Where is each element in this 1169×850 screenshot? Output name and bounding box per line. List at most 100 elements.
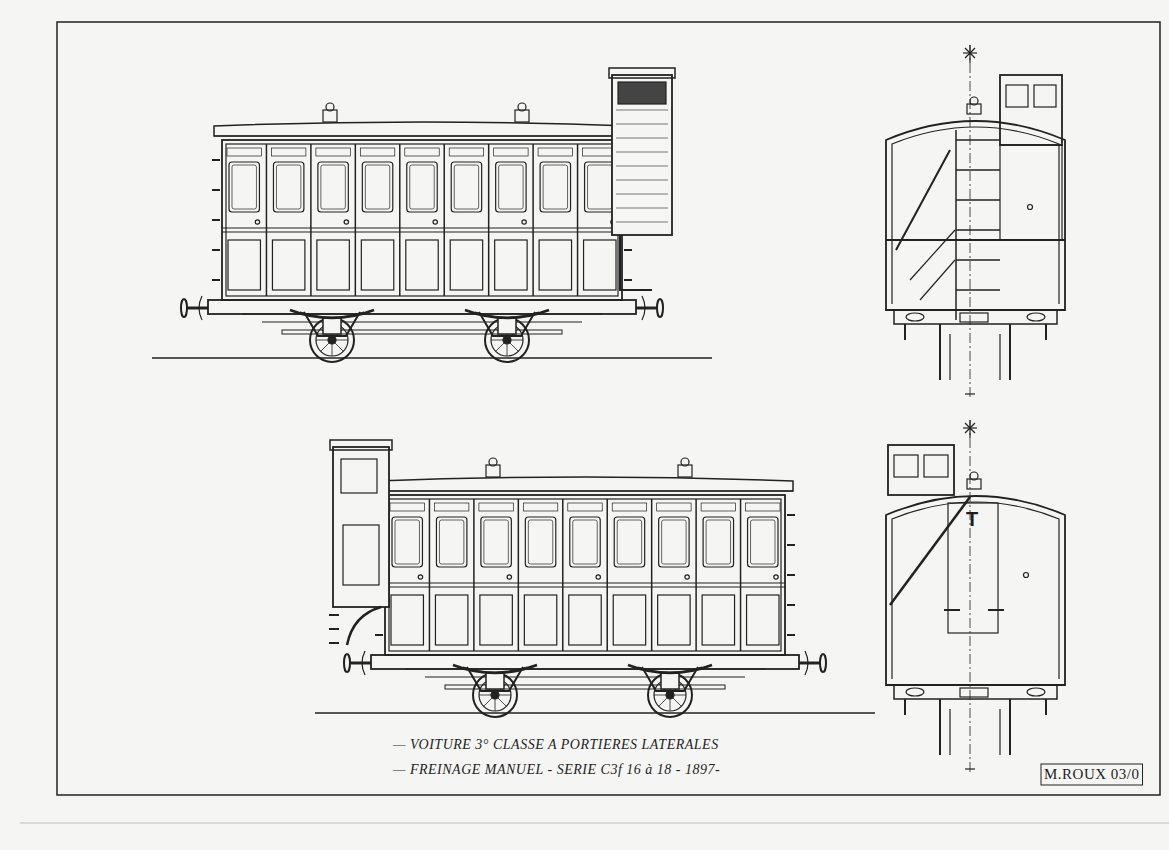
axle-guard	[904, 324, 906, 340]
roof-lamp	[678, 465, 692, 477]
cabin-planking	[616, 138, 668, 139]
top-light	[568, 503, 602, 511]
lower-panel	[450, 240, 482, 290]
carriage-body	[385, 495, 785, 655]
window-glass	[232, 165, 256, 209]
lamp-top	[489, 458, 497, 466]
waist-rail	[385, 582, 785, 583]
step	[988, 609, 1004, 611]
door-handle	[522, 220, 526, 224]
window-glass	[454, 165, 478, 209]
lamp-top	[970, 97, 978, 105]
axle-guard	[1045, 699, 1047, 715]
lower-panel	[613, 595, 645, 645]
top-light	[701, 503, 735, 511]
top-light	[271, 148, 305, 156]
ladder-rung	[956, 139, 1000, 141]
wheel-spoke	[496, 343, 504, 351]
axle-guard	[1045, 324, 1047, 340]
centre-mark	[965, 48, 975, 58]
door-handle	[344, 220, 348, 224]
wheel-spoke	[316, 340, 328, 341]
axle-box	[486, 673, 504, 689]
lower-panel	[480, 595, 512, 645]
solebar	[208, 300, 636, 314]
cabin-door	[343, 525, 379, 585]
top-light	[523, 503, 557, 511]
sheet-border	[57, 22, 1160, 795]
window	[451, 162, 481, 212]
coupling-hook	[642, 296, 645, 320]
window-glass	[662, 520, 686, 564]
top-light	[449, 148, 483, 156]
axle-guard	[904, 699, 906, 715]
step	[329, 628, 339, 630]
top-light	[405, 148, 439, 156]
leaf-spring	[300, 312, 364, 317]
wheel-spoke	[332, 344, 333, 356]
cabin-planking	[616, 208, 668, 209]
end-door	[948, 503, 998, 633]
grab-step	[375, 634, 383, 636]
window	[481, 517, 511, 567]
buffer-rod	[349, 662, 371, 665]
window	[318, 162, 348, 212]
centre-mark	[965, 48, 975, 58]
window	[496, 162, 526, 212]
lower-panel	[702, 595, 734, 645]
grab-step	[212, 279, 220, 281]
wheel-tread	[999, 334, 1000, 380]
buffer-rod	[799, 662, 821, 665]
cabin-end	[1000, 145, 1062, 240]
centre-mark	[965, 768, 975, 769]
axle-box	[323, 318, 341, 334]
window-glass	[321, 165, 345, 209]
roof-lamp	[486, 465, 500, 477]
handrail	[890, 497, 970, 605]
lower-panel	[391, 595, 423, 645]
wheel-spoke	[670, 699, 671, 711]
wheel-spoke	[336, 340, 348, 341]
rail	[152, 357, 712, 359]
lower-panel	[524, 595, 556, 645]
grab-step	[787, 514, 795, 516]
bay-divider	[562, 499, 564, 651]
grab-step	[787, 634, 795, 636]
buffer-beam	[894, 310, 1057, 324]
wheel-hub	[328, 336, 336, 344]
frame-line	[405, 668, 765, 669]
lower-panel	[495, 240, 527, 290]
brake-cabin	[612, 75, 672, 235]
lamp-top	[681, 458, 689, 466]
window	[392, 517, 422, 567]
window	[585, 162, 615, 212]
window	[703, 517, 733, 567]
handrail	[896, 150, 950, 250]
window-glass	[499, 165, 523, 209]
grab-step	[212, 189, 220, 191]
step-stay	[920, 260, 955, 300]
body-inner	[226, 144, 618, 296]
wheel	[473, 673, 517, 717]
signature: M.ROUX 03/0	[1044, 766, 1140, 783]
window	[273, 162, 303, 212]
window-glass	[588, 165, 612, 209]
lower-panel	[569, 595, 601, 645]
cornice	[377, 490, 793, 491]
solebar	[371, 655, 799, 669]
lower-panel	[658, 595, 690, 645]
top-light	[746, 503, 780, 511]
carriage-body	[222, 140, 622, 300]
window	[614, 517, 644, 567]
cabin-roof	[609, 68, 675, 78]
window-glass	[276, 165, 300, 209]
bay-divider	[740, 499, 742, 651]
cabin-planking	[616, 110, 668, 111]
lower-panel	[435, 595, 467, 645]
grab-step	[624, 249, 632, 251]
step	[329, 614, 339, 616]
window-glass	[410, 165, 434, 209]
window-glass	[365, 165, 389, 209]
buffer-head	[820, 654, 826, 672]
step	[329, 642, 339, 644]
